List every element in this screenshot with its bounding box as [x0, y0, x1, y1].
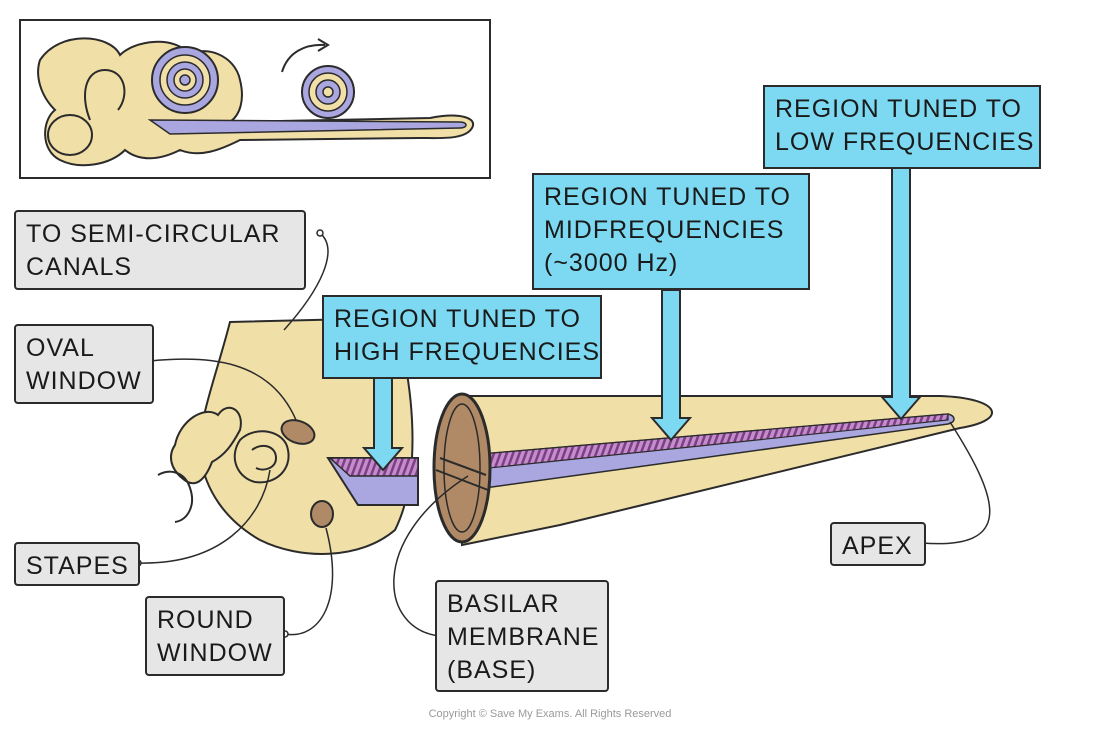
callout-mid-line-2: MIDFREQUENCIES — [544, 216, 785, 244]
label-basilar-line-3: (BASE) — [447, 656, 537, 684]
arrow-high — [361, 377, 405, 472]
callout-low-frequencies: REGION TUNED TO LOW FREQUENCIES — [763, 85, 1041, 169]
label-oval-line-1: OVAL — [26, 334, 95, 362]
arrow-low — [879, 164, 923, 421]
callout-low-line-1: REGION TUNED TO — [775, 95, 1022, 123]
incus-malleus-bones — [157, 406, 242, 523]
inset-canal-ring — [47, 114, 93, 156]
label-stapes: STAPES — [14, 542, 140, 586]
callout-high-frequencies: REGION TUNED TO HIGH FREQUENCIES — [322, 295, 602, 379]
uncoil-arrow-icon — [281, 43, 326, 73]
inset-bony-labyrinth — [37, 37, 475, 167]
leader-oval — [149, 358, 297, 421]
label-stapes-line-1: STAPES — [26, 552, 129, 580]
label-apex-line-1: APEX — [842, 532, 913, 560]
label-basilar-membrane: BASILAR MEMBRANE (BASE) — [435, 580, 609, 692]
leader-apex — [921, 421, 991, 545]
uncoiled-cochlea-tube — [432, 392, 993, 547]
round-window-shape — [310, 500, 334, 528]
leader-semicircular — [283, 232, 329, 331]
oval-window-shape — [280, 419, 316, 445]
leader-stapes — [137, 469, 271, 564]
callout-arrows — [361, 164, 923, 472]
inset-coil-1 — [151, 46, 219, 114]
label-round-window: ROUND WINDOW — [145, 596, 285, 676]
label-semicircular-line-2: CANALS — [26, 253, 133, 281]
callout-mid-frequencies: REGION TUNED TO MIDFREQUENCIES (~3000 Hz… — [532, 173, 810, 290]
label-round-line-2: WINDOW — [157, 639, 273, 667]
label-semicircular-canals: TO SEMI-CIRCULAR CANALS — [14, 210, 306, 290]
tube-opening — [432, 392, 492, 544]
label-basilar-line-2: MEMBRANE — [447, 623, 600, 651]
callout-high-line-1: REGION TUNED TO — [334, 305, 581, 333]
arrow-mid — [649, 289, 693, 442]
label-oval-line-2: WINDOW — [26, 367, 142, 395]
callout-low-line-2: LOW FREQUENCIES — [775, 128, 1035, 156]
inset-uncoiled-duct — [147, 119, 467, 135]
leader-basilar — [393, 475, 469, 637]
label-round-line-1: ROUND — [157, 606, 254, 634]
label-basilar-line-1: BASILAR — [447, 590, 560, 618]
inset-panel — [19, 19, 491, 179]
stapes-bone — [233, 430, 290, 484]
callout-mid-line-1: REGION TUNED TO — [544, 183, 791, 211]
label-semicircular-line-1: TO SEMI-CIRCULAR — [26, 220, 281, 248]
label-oval-window: OVAL WINDOW — [14, 324, 154, 404]
callout-mid-line-3: (~3000 Hz) — [544, 249, 679, 277]
copyright-notice: Copyright © Save My Exams. All Rights Re… — [428, 708, 672, 720]
inset-coil-2 — [301, 65, 355, 119]
label-apex: APEX — [830, 522, 926, 566]
leader-round — [284, 527, 334, 636]
callout-high-line-2: HIGH FREQUENCIES — [334, 338, 601, 366]
